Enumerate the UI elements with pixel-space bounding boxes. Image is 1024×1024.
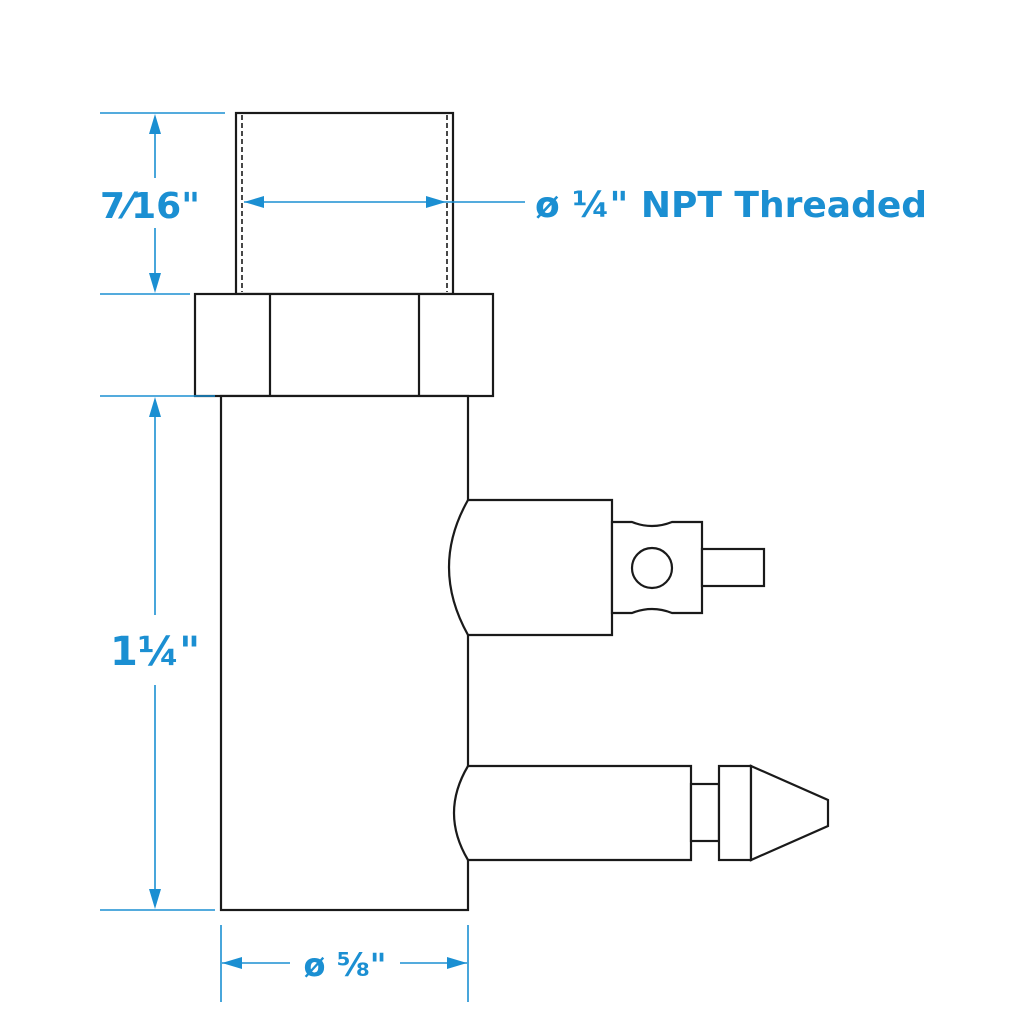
thread-length-label: 7⁄16" (100, 186, 200, 227)
thread-spec-dimension: ø ¼" NPT Threaded (244, 185, 927, 226)
valve-stem (700, 547, 766, 588)
thread-length-dimension: 7⁄16" (100, 112, 225, 295)
upper-port (448, 498, 766, 637)
barb-tip (749, 764, 830, 862)
threaded-tube (234, 111, 455, 296)
valve-hole (630, 546, 674, 590)
barb-neck (689, 782, 721, 843)
lower-port (453, 764, 830, 862)
barb-collar (717, 764, 753, 862)
body-diameter-dimension: ø ⅝" (220, 925, 469, 1002)
body-diameter-label: ø ⅝" (304, 946, 387, 984)
thread-spec-label: ø ¼" NPT Threaded (535, 185, 927, 226)
body-length-label: 1¼" (110, 629, 200, 675)
body (219, 394, 470, 912)
hex-nut (193, 292, 495, 398)
body-length-dimension: 1¼" (100, 395, 215, 911)
